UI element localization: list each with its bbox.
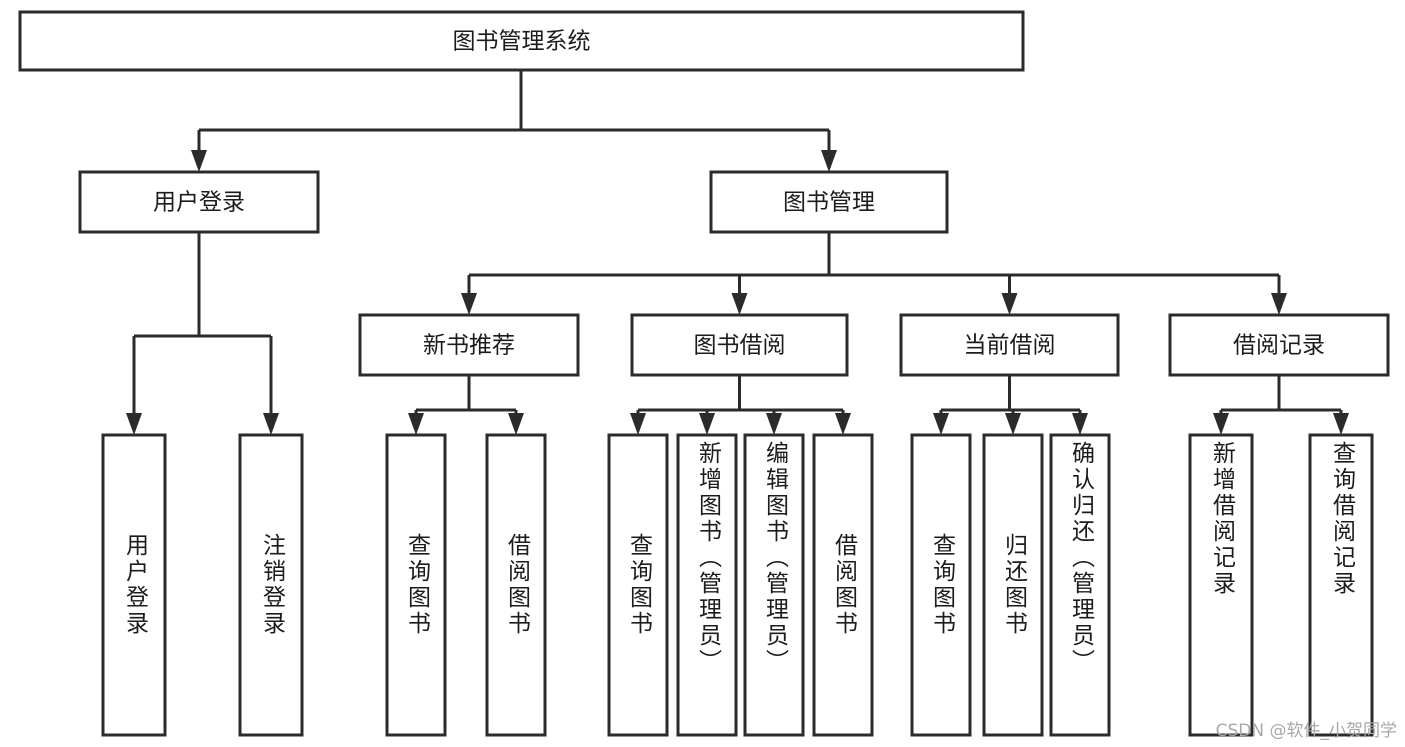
arrow-down-icon-leaf-6 (766, 413, 782, 435)
leaf-label-box-4: 查询图书 (609, 435, 667, 735)
level3-node-0[interactable] (358, 313, 580, 377)
leaf-node-rect (1049, 433, 1111, 737)
level3-node-rect (1168, 313, 1390, 377)
level2-node-label-1: 图书管理 (783, 190, 875, 216)
leaf-node-label-11: 新增借阅记录 (1208, 441, 1235, 597)
arrow-down-icon-leaf-9 (1005, 413, 1021, 435)
leaf-node-1[interactable] (238, 433, 304, 737)
level2-node-1[interactable] (709, 170, 949, 234)
arrow-down-icon-l3-2 (1001, 293, 1018, 315)
leaf-node-4[interactable] (607, 433, 669, 737)
leaf-node-label-5: 新增图书（管理员） (694, 441, 721, 675)
leaf-label-box-7: 借阅图书 (814, 435, 872, 735)
level2-node-rect (709, 170, 949, 234)
arrow-down-icon-l2-1 (821, 150, 837, 172)
leaf-node-rect (812, 433, 874, 737)
arrow-down-icon-l3-0 (461, 293, 477, 315)
arrow-down-icon-leaf-2 (408, 413, 424, 435)
leaf-node-9[interactable] (982, 433, 1044, 737)
leaf-label-box-6: 编辑图书（管理员） (745, 435, 803, 735)
leaf-label-box-10: 确认归还（管理员） (1051, 435, 1109, 735)
leaf-node-rect (385, 433, 447, 737)
leaf-label-box-1: 注销登录 (240, 435, 302, 735)
arrow-down-icon-leaf-5 (699, 413, 715, 435)
leaf-node-rect (982, 433, 1044, 737)
leaf-node-label-4: 查询图书 (625, 533, 652, 637)
leaf-node-label-8: 查询图书 (928, 533, 955, 637)
leaf-label-box-12: 查询借阅记录 (1310, 435, 1372, 735)
leaf-node-5[interactable] (676, 433, 738, 737)
root-node-rect (18, 10, 1025, 72)
root-node[interactable] (18, 10, 1025, 72)
leaf-node-label-9: 归还图书 (1000, 533, 1027, 637)
level3-node-label-0: 新书推荐 (423, 333, 515, 359)
leaf-node-rect (743, 433, 805, 737)
arrow-down-icon-leaf-12 (1333, 413, 1349, 435)
leaf-label-box-2: 查询图书 (387, 435, 445, 735)
connector-layer (126, 70, 1349, 435)
arrow-down-icon-leaf-7 (835, 413, 851, 435)
leaf-label-box-8: 查询图书 (912, 435, 970, 735)
leaf-label-box-5: 新增图书（管理员） (678, 435, 736, 735)
arrow-down-icon-leaf-11 (1213, 413, 1229, 435)
level3-node-3[interactable] (1168, 313, 1390, 377)
leaf-node-rect (676, 433, 738, 737)
root-node-label: 图书管理系统 (453, 29, 591, 55)
leaf-node-label-0: 用户登录 (121, 533, 148, 637)
leaf-node-label-7: 借阅图书 (830, 533, 857, 637)
level3-node-label-3: 借阅记录 (1233, 333, 1325, 359)
leaf-node-rect (238, 433, 304, 737)
arrow-down-icon-leaf-0 (126, 413, 142, 435)
leaf-node-rect (1308, 433, 1374, 737)
arrow-down-icon-leaf-3 (508, 413, 524, 435)
level2-node-rect (78, 170, 320, 234)
leaf-node-2[interactable] (385, 433, 447, 737)
level3-node-rect (630, 313, 849, 377)
arrow-down-icon-l2-0 (191, 150, 207, 172)
leaf-label-box-0: 用户登录 (103, 435, 165, 735)
arrow-down-icon-leaf-1 (263, 413, 279, 435)
arrow-down-icon-leaf-4 (630, 413, 646, 435)
leaf-node-label-3: 借阅图书 (503, 533, 530, 637)
leaf-label-box-9: 归还图书 (984, 435, 1042, 735)
csdn-watermark: CSDN @软件_小贺同学 (1215, 721, 1397, 741)
level3-node-2[interactable] (899, 313, 1120, 377)
level3-node-1[interactable] (630, 313, 849, 377)
level3-node-label-1: 图书借阅 (694, 333, 786, 359)
leaf-node-rect (101, 433, 167, 737)
leaf-label-box-3: 借阅图书 (487, 435, 545, 735)
leaf-node-label-2: 查询图书 (403, 533, 430, 637)
leaf-node-label-10: 确认归还（管理员） (1067, 441, 1094, 675)
leaf-node-11[interactable] (1188, 433, 1254, 737)
arrow-down-icon-l3-3 (1271, 293, 1287, 315)
leaf-node-12[interactable] (1308, 433, 1374, 737)
leaf-node-label-1: 注销登录 (258, 533, 285, 637)
level3-node-label-2: 当前借阅 (964, 333, 1056, 359)
arrow-down-icon-l3-1 (731, 293, 748, 315)
leaf-node-10[interactable] (1049, 433, 1111, 737)
level2-node-label-0: 用户登录 (153, 190, 245, 216)
leaf-node-0[interactable] (101, 433, 167, 737)
leaf-node-rect (607, 433, 669, 737)
leaf-label-box-11: 新增借阅记录 (1190, 435, 1252, 735)
leaf-node-7[interactable] (812, 433, 874, 737)
arrow-down-icon-leaf-10 (1072, 413, 1088, 435)
leaf-node-8[interactable] (910, 433, 972, 737)
leaf-node-rect (910, 433, 972, 737)
leaf-node-label-6: 编辑图书（管理员） (761, 441, 788, 675)
level3-node-rect (358, 313, 580, 377)
leaf-node-rect (1188, 433, 1254, 737)
level2-node-0[interactable] (78, 170, 320, 234)
level3-node-rect (899, 313, 1120, 377)
leaf-node-3[interactable] (485, 433, 547, 737)
arrow-down-icon-leaf-8 (933, 413, 949, 435)
leaf-node-rect (485, 433, 547, 737)
leaf-node-6[interactable] (743, 433, 805, 737)
leaf-node-label-12: 查询借阅记录 (1328, 441, 1355, 597)
